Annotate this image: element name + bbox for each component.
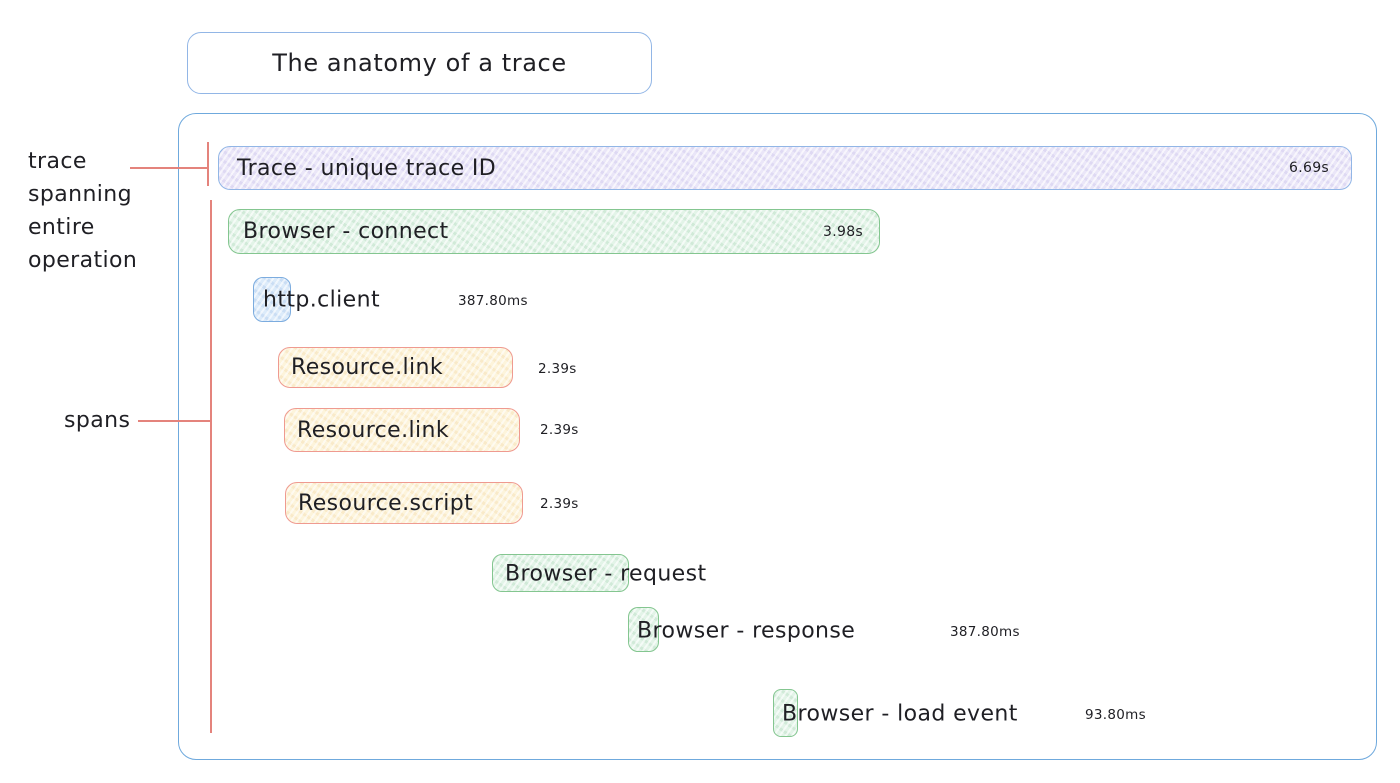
span-duration: 2.39s: [540, 496, 579, 512]
diagram-title: The anatomy of a trace: [272, 49, 567, 77]
span-duration: 93.80ms: [1085, 707, 1146, 723]
span-duration: 387.80ms: [458, 293, 528, 309]
trace-annotation-line: operation: [28, 248, 138, 273]
span-duration: 3.98s: [823, 223, 863, 240]
span-resource-link-bar: Resource.link: [284, 408, 520, 452]
trace-container-box: [178, 113, 1377, 760]
span-browser-load-event-bar: [773, 689, 798, 737]
spans-annotation: spans: [64, 408, 131, 433]
span-label: Browser - load event: [782, 701, 1018, 727]
span-duration: 2.39s: [540, 422, 579, 438]
span-label: http.client: [263, 287, 380, 313]
span-label: Resource.link: [291, 355, 443, 380]
span-label: Resource.script: [298, 490, 474, 516]
span-resource-script-bar: Resource.script: [285, 482, 523, 524]
spans-bracket-line: [210, 200, 212, 733]
span-resource-link-bar: Resource.link: [278, 347, 513, 388]
span-label: Trace - unique trace ID: [237, 155, 497, 181]
span-http-client-bar: [253, 277, 291, 322]
trace-annotation: trace spanning entire operation: [28, 145, 137, 277]
span-duration: 387.80ms: [950, 624, 1020, 640]
trace-annotation-line: spanning: [28, 182, 133, 207]
trace-pointer-tick: [207, 142, 209, 186]
span-label: Browser - connect: [243, 219, 449, 244]
span-duration: 2.39s: [538, 361, 577, 377]
trace-annotation-line: entire: [28, 215, 95, 240]
span-label: Browser - response: [637, 618, 856, 644]
span-duration: 6.69s: [1289, 160, 1329, 176]
trace-pointer-line: [130, 167, 208, 169]
span-browser-connect-bar: Browser - connect 3.98s: [228, 209, 880, 254]
span-trace-bar: Trace - unique trace ID 6.69s: [218, 146, 1352, 190]
diagram-title-box: The anatomy of a trace: [187, 32, 652, 94]
spans-pointer-line: [138, 420, 212, 422]
span-label: Browser - request: [505, 561, 707, 587]
span-browser-response-bar: [628, 607, 659, 652]
span-label: Resource.link: [297, 417, 449, 443]
trace-annotation-line: trace: [28, 149, 87, 174]
span-browser-request-bar: [492, 554, 629, 592]
